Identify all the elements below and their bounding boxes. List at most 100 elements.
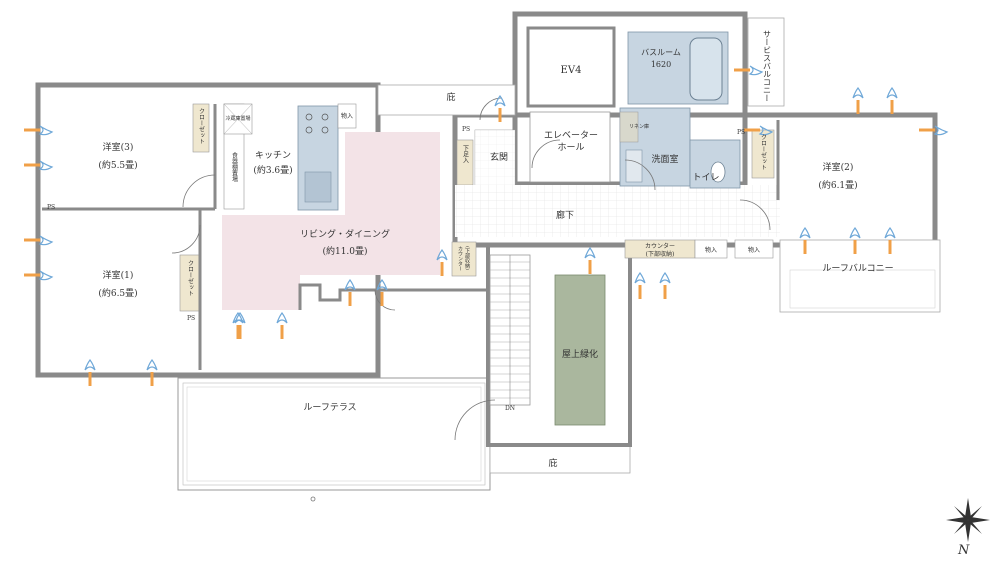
closet-label-room1: クローゼット xyxy=(187,260,194,296)
shoe-storage-label: 下足入 xyxy=(462,145,469,163)
ev-label: EV4 xyxy=(561,65,582,76)
vent-blue-mark xyxy=(344,278,356,291)
washroom-label: 洗面室 xyxy=(651,153,678,165)
service-balcony-label: サービスバルコニー xyxy=(763,30,772,102)
counter-ld xyxy=(451,241,477,277)
vent-blue-mark xyxy=(849,226,861,239)
bath-size: 1620 xyxy=(651,60,671,69)
vent-orange-mark xyxy=(890,100,894,114)
vent-blue-mark xyxy=(933,125,949,136)
vent-orange-mark xyxy=(88,372,92,386)
storage-corridor-2 xyxy=(734,239,774,259)
vent-blue-mark xyxy=(494,94,506,107)
room2-name: 洋室(2) xyxy=(823,161,854,173)
room2-size: (約6.1畳) xyxy=(818,179,857,191)
storage-label-1: 物入 xyxy=(705,246,717,254)
western-room-1 xyxy=(42,212,192,370)
vent-blue-mark xyxy=(436,248,448,261)
counter-sub-label: (下部収納) xyxy=(646,250,675,258)
vent-blue-mark xyxy=(38,125,54,136)
doors xyxy=(171,97,771,441)
vent-blue-mark xyxy=(659,271,671,284)
bathtub xyxy=(689,37,723,101)
vent-orange-mark xyxy=(734,68,750,72)
eave-bottom-area xyxy=(489,444,631,474)
living-name: リビング・ダイニング xyxy=(300,228,390,240)
north-compass-icon xyxy=(946,498,990,542)
closet-label-room3: クローゼット xyxy=(198,108,205,144)
vent-blue-mark xyxy=(758,125,774,136)
vent-orange-mark xyxy=(238,325,242,339)
vent-orange-mark xyxy=(380,292,384,306)
western-room-3 xyxy=(42,106,215,211)
vent-orange-mark xyxy=(150,372,154,386)
vent-blue-mark xyxy=(852,86,864,99)
vent-orange-mark xyxy=(853,240,857,254)
north-label: N xyxy=(957,543,970,558)
closet-room3 xyxy=(192,103,210,153)
vent-blue-mark xyxy=(634,271,646,284)
dn-label: DN xyxy=(505,405,515,412)
vent-orange-mark xyxy=(24,238,40,242)
counter-sub-label-ld: (下部収納) xyxy=(464,246,471,270)
vent-orange-mark xyxy=(498,108,502,122)
vent-blue-mark xyxy=(376,278,388,291)
toilet-label: トイレ xyxy=(692,173,719,183)
stair xyxy=(489,254,531,406)
vent-orange-mark xyxy=(638,285,642,299)
vent-blue-mark xyxy=(886,86,898,99)
elevator-hall xyxy=(529,111,611,183)
counter-label-ld: カウンター xyxy=(457,246,463,271)
rooftop-green-label: 屋上緑化 xyxy=(562,348,598,360)
kitchen-sink xyxy=(304,171,332,203)
fridge-label: 冷蔵庫置場 xyxy=(225,115,250,122)
storage-corridor-1 xyxy=(694,239,728,259)
ps-label-2: PS xyxy=(47,204,55,211)
rooftop-green-area xyxy=(554,274,606,426)
room1-size: (約6.5畳) xyxy=(98,287,137,299)
vent-orange-mark xyxy=(24,163,40,167)
vent-orange-mark xyxy=(588,260,592,274)
kitchen-name: キッチン xyxy=(255,150,291,161)
genkan-floor xyxy=(475,130,515,185)
storage-kitchen xyxy=(337,103,357,129)
room3-name: 洋室(3) xyxy=(103,141,134,153)
ps-label-3: PS xyxy=(187,315,195,322)
vent-orange-mark xyxy=(280,325,284,339)
eave-bottom-label: 庇 xyxy=(548,457,557,469)
vent-blue-mark xyxy=(84,358,96,371)
kitchen-size: (約3.6畳) xyxy=(253,164,292,176)
eave-top-label: 庇 xyxy=(446,91,455,103)
linen-label: リネン庫 xyxy=(629,123,649,130)
service-balcony-area xyxy=(747,17,785,107)
closet-label-room2: クローゼット xyxy=(760,134,767,170)
living-dining-area xyxy=(222,132,440,310)
roof-terrace-area xyxy=(177,377,491,502)
ev-hall-line1: エレベーター xyxy=(544,130,598,141)
genkan-label: 玄関 xyxy=(490,151,508,163)
roof-balcony-area xyxy=(779,239,941,313)
vent-blue-mark xyxy=(748,65,764,76)
vent-blue-mark xyxy=(799,226,811,239)
vent-orange-mark xyxy=(888,240,892,254)
vent-orange-mark xyxy=(663,285,667,299)
ev-hall-line2: ホール xyxy=(557,142,584,153)
storage-label-kitchen: 物入 xyxy=(341,112,353,120)
ps-label-1: PS xyxy=(462,126,470,133)
bath-name: バスルーム xyxy=(641,48,681,57)
vent-blue-mark xyxy=(232,311,244,324)
pantry-label: 食器棚置場 xyxy=(231,151,238,183)
corridor-label: 廊下 xyxy=(556,209,574,221)
western-room-2 xyxy=(782,125,930,233)
wash-basin xyxy=(625,149,643,183)
vent-orange-mark xyxy=(24,273,40,277)
toilet-bowl xyxy=(710,161,726,183)
counter-label: カウンター xyxy=(645,242,675,250)
living-size: (約11.0畳) xyxy=(322,245,367,257)
vent-orange-mark xyxy=(744,128,760,132)
room1-name: 洋室(1) xyxy=(103,269,134,281)
stove-icon xyxy=(305,113,329,134)
corridor-area xyxy=(455,185,780,237)
vent-blue-mark xyxy=(38,235,54,246)
